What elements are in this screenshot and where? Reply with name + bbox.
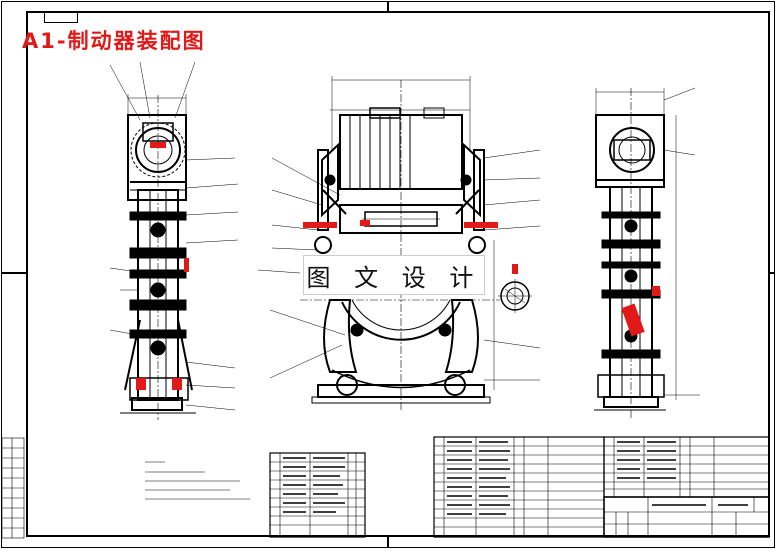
center-view xyxy=(300,80,500,412)
detail-circle xyxy=(498,279,532,313)
center-view-leaders xyxy=(257,76,541,390)
watermark-label: 图 文 设 计 xyxy=(303,255,485,295)
title-block xyxy=(603,496,770,538)
bom-table-left xyxy=(269,452,366,538)
front-view-dimensions xyxy=(109,61,239,411)
drawing-corner-tag xyxy=(44,12,78,23)
bom-table-right xyxy=(603,436,770,498)
bom-table-mid xyxy=(433,436,605,538)
technical-notes xyxy=(145,461,250,500)
side-view-red-parts xyxy=(621,286,660,337)
front-view xyxy=(120,95,196,420)
left-binding-strip xyxy=(1,437,25,539)
side-view-dimensions xyxy=(595,87,700,400)
drawing-title: A1-制动器装配图 xyxy=(22,29,206,53)
front-view-red-parts xyxy=(136,142,189,390)
center-view-red-parts xyxy=(303,220,498,228)
table-text-marks xyxy=(283,441,748,515)
side-view xyxy=(594,88,666,420)
detail-red-mark xyxy=(512,264,518,274)
